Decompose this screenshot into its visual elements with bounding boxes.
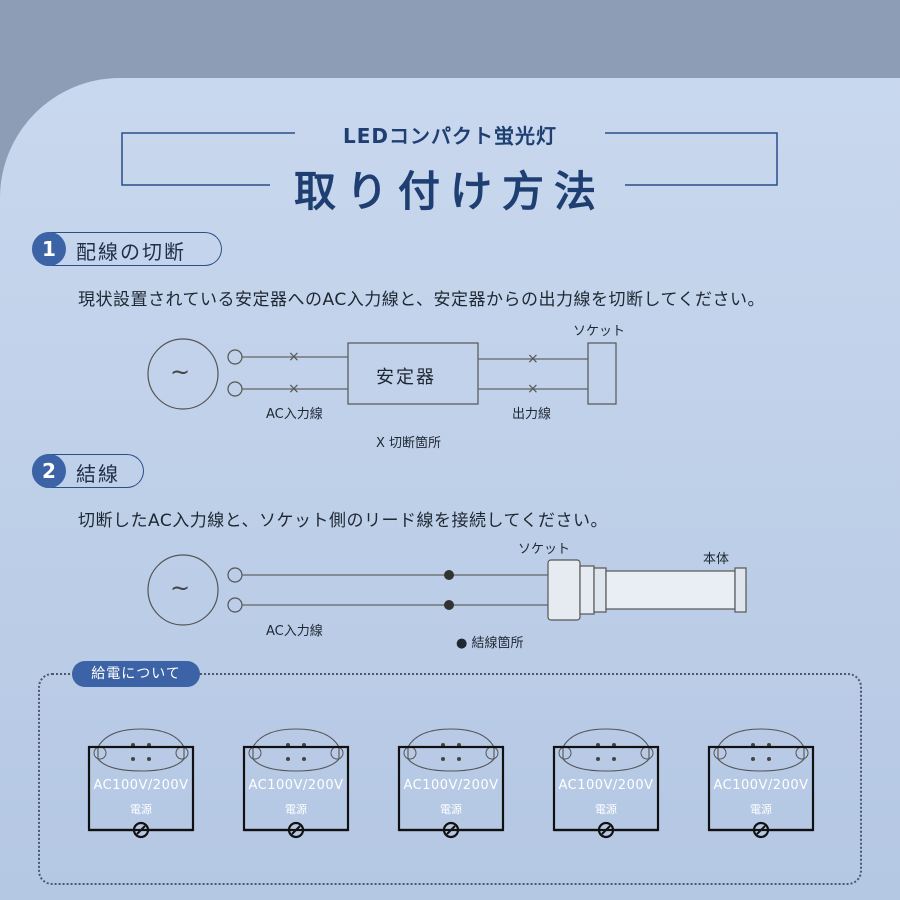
step-2-description: 切断したAC入力線と、ソケット側のリード線を接続してください。 (78, 511, 608, 531)
voltage-label: AC100V/200V (558, 778, 654, 793)
header-frame (121, 132, 778, 186)
power-source-label: 電源 (440, 803, 462, 816)
step-number: 1 (32, 232, 66, 266)
socket-wiring-icon (552, 728, 660, 839)
power-unit: AC100V/200V 電源 (551, 727, 661, 847)
power-unit: AC100V/200V 電源 (396, 727, 506, 847)
body-label: 本体 (703, 552, 730, 567)
power-unit: AC100V/200V 電源 (86, 727, 196, 847)
step-pill (32, 454, 144, 488)
power-section (38, 673, 862, 885)
power-source-label: 電源 (595, 803, 617, 816)
power-unit: AC100V/200V 電源 (706, 727, 816, 847)
step-label: 結線 (76, 462, 120, 486)
cut-mark: × (288, 381, 300, 397)
step-1-description: 現状設置されている安定器へのAC入力線と、安定器からの出力線を切断してください。 (78, 290, 765, 310)
step-number: 2 (32, 454, 66, 488)
power-source-label: 電源 (130, 803, 152, 816)
socket-wiring-icon (707, 728, 815, 839)
cut-mark: × (527, 381, 539, 397)
voltage-label: AC100V/200V (248, 778, 344, 793)
header-subtitle: LEDコンパクト蛍光灯 (342, 124, 557, 148)
voltage-label: AC100V/200V (713, 778, 809, 793)
page-title: 取り付け方法 (293, 167, 606, 216)
cut-legend: X 切断箇所 (376, 436, 442, 451)
output-label: 出力線 (512, 407, 552, 422)
ac-symbol: ~ (170, 574, 191, 602)
join-legend: ● 結線箇所 (456, 636, 524, 651)
power-tag: 給電について (72, 661, 200, 687)
voltage-label: AC100V/200V (403, 778, 499, 793)
ac-input-label: AC入力線 (266, 624, 323, 639)
socket-wiring-icon (87, 728, 195, 839)
socket-wiring-icon (242, 728, 350, 839)
ballast-label: 安定器 (376, 367, 436, 388)
socket-label: ソケット (573, 324, 626, 339)
step-1-header: 1 配線の切断 (32, 232, 222, 266)
step-pill (32, 232, 222, 266)
step-2-header: 2 結線 (32, 454, 144, 488)
socket-label: ソケット (518, 542, 571, 557)
voltage-label: AC100V/200V (93, 778, 189, 793)
page-header: LEDコンパクト蛍光灯 取り付け方法 (0, 0, 900, 220)
cut-mark: × (288, 349, 300, 365)
ac-symbol: ~ (170, 358, 191, 386)
socket-wiring-icon (397, 728, 505, 839)
content-panel (0, 78, 900, 900)
power-source-label: 電源 (285, 803, 307, 816)
step-label: 配線の切断 (76, 240, 186, 264)
power-unit: AC100V/200V 電源 (241, 727, 351, 847)
cut-mark: × (527, 351, 539, 367)
power-source-label: 電源 (750, 803, 772, 816)
ac-input-label: AC入力線 (266, 407, 323, 422)
